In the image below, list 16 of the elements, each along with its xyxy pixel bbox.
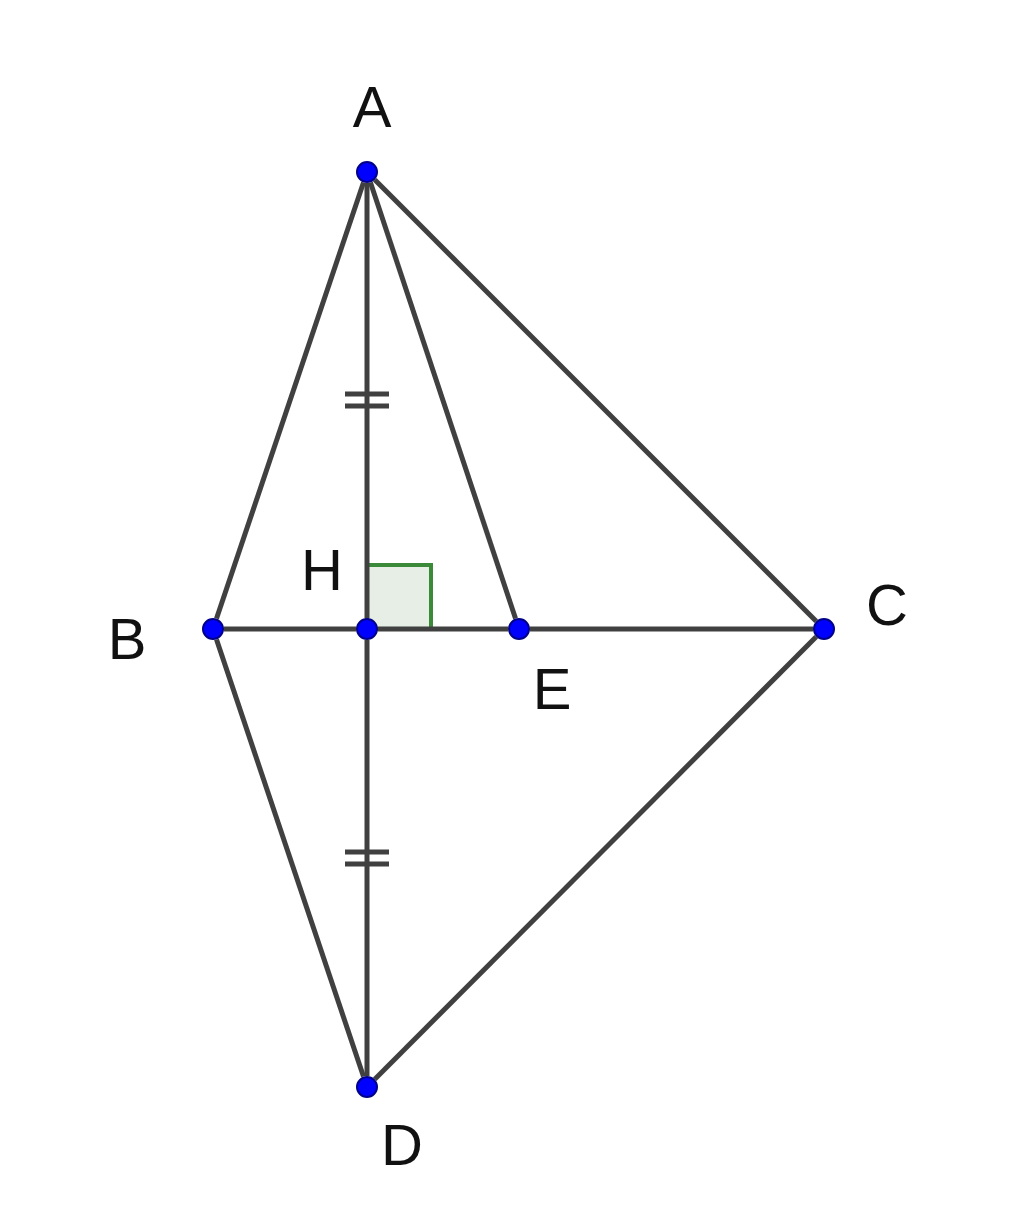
point-label: D (381, 1116, 423, 1174)
point-label: H (301, 541, 343, 599)
line-segment (373, 635, 818, 1081)
line-segment (368, 181, 518, 620)
line-segment (378, 626, 508, 632)
point-label: E (532, 660, 572, 718)
line-segment (373, 178, 818, 623)
line-segment (214, 181, 366, 620)
line-segment (364, 183, 370, 618)
point-label: A (352, 78, 392, 136)
line-segment (214, 638, 366, 1078)
line-segment (364, 640, 370, 1076)
line-segment (530, 626, 813, 632)
line-segment (224, 626, 356, 632)
point-label: C (866, 576, 908, 634)
point-label: B (107, 610, 147, 668)
